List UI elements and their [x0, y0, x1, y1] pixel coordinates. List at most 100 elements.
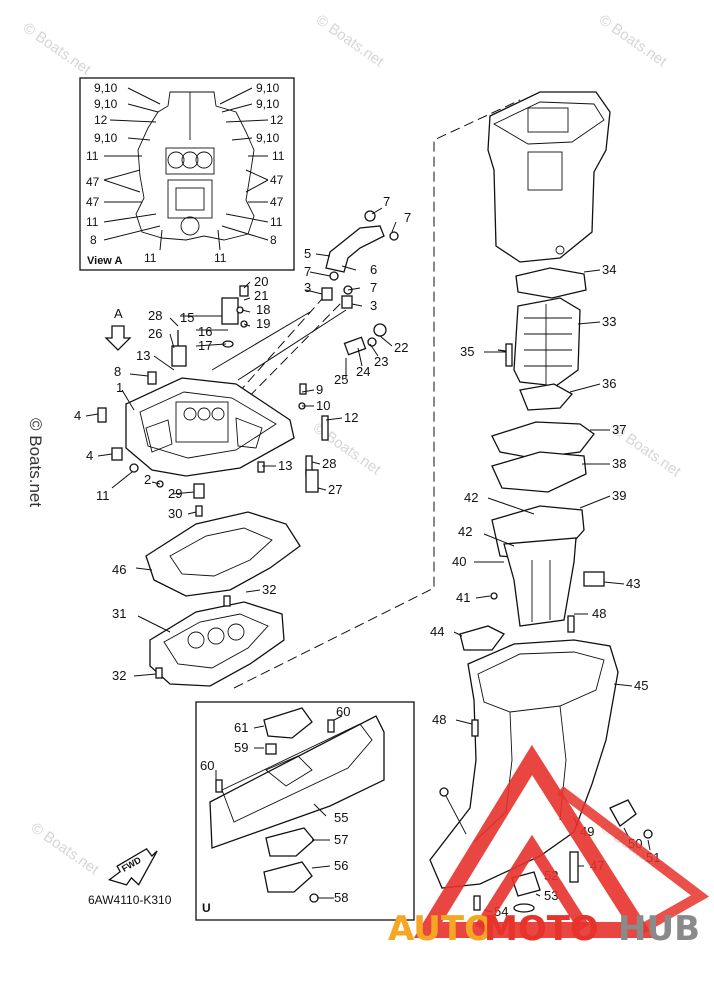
callout: 12 [94, 113, 108, 127]
callout: 25 [334, 372, 348, 387]
callout: 30 [168, 506, 182, 521]
callout: 8 [90, 233, 97, 247]
callout: 3 [304, 280, 311, 295]
logo-text-moto: MOTO [484, 909, 599, 949]
automotohub-logo: AUTO MOTO HUB [388, 744, 710, 949]
callout: 12 [270, 113, 284, 127]
callout: 24 [356, 364, 370, 379]
callout: 60 [200, 758, 214, 773]
callout: 1 [116, 380, 123, 395]
view-a-inset: View A [79, 77, 295, 271]
callout: 9,10 [256, 81, 280, 95]
callout: 7 [383, 194, 390, 209]
callout: 60 [336, 704, 350, 719]
callout: 61 [234, 720, 248, 735]
callout: 47 [270, 173, 284, 187]
view-u-label: U [202, 901, 211, 915]
upper-casing-part [125, 377, 295, 477]
callout: 56 [334, 858, 348, 873]
callout: 4 [74, 408, 81, 423]
fwd-arrow-icon: FWD [107, 847, 158, 886]
callout: 34 [602, 262, 616, 277]
callout: 9,10 [94, 97, 118, 111]
callout: 48 [592, 606, 606, 621]
dowel-pin-part [97, 407, 107, 423]
view-u-inset: U [195, 701, 415, 921]
callout: 28 [322, 456, 336, 471]
callout: 7 [370, 280, 377, 295]
gasket-part [491, 451, 587, 493]
gasket-part [145, 511, 301, 597]
callout: 32 [262, 582, 276, 597]
callout: 9,10 [94, 131, 118, 145]
callout: 37 [612, 422, 626, 437]
callout: 11 [86, 215, 99, 229]
callout: 45 [634, 678, 648, 693]
plate-part [171, 345, 187, 367]
callout: 11 [86, 149, 99, 163]
oil-pan-part [487, 91, 611, 263]
view-a-label: View A [87, 255, 123, 267]
gasket-part [491, 421, 595, 459]
arrow-a-label: A [114, 306, 123, 321]
callout: 13 [136, 348, 150, 363]
callout: 19 [256, 316, 270, 331]
callout: 29 [168, 486, 182, 501]
callout: 2 [144, 472, 151, 487]
callout: 42 [464, 490, 478, 505]
callout: 6 [370, 262, 377, 277]
callout: 47 [86, 175, 100, 189]
callout: 9 [316, 382, 323, 397]
callout: 55 [334, 810, 348, 825]
callout: 15 [180, 310, 194, 325]
callout: 43 [626, 576, 640, 591]
callout: 8 [114, 364, 121, 379]
part-code: 6AW4110-K310 [88, 893, 172, 907]
gasket-part [515, 267, 587, 299]
assembly-line [233, 99, 521, 689]
callout: 39 [612, 488, 626, 503]
callout: 48 [432, 712, 446, 727]
logo-text-hub: HUB [618, 909, 700, 949]
callout: 21 [254, 288, 268, 303]
callout: 41 [456, 590, 470, 605]
callout: 46 [112, 562, 126, 577]
gasket-part [519, 383, 574, 411]
callout: 47 [270, 195, 284, 209]
callout: 11 [272, 149, 285, 163]
callout: 27 [328, 482, 342, 497]
callout: 31 [112, 606, 126, 621]
callout: 47 [86, 195, 100, 209]
callout: 16 [198, 324, 212, 339]
exhaust-guide-part [513, 297, 581, 387]
callout: 23 [374, 354, 388, 369]
callout: 4 [86, 448, 93, 463]
callout: 18 [256, 302, 270, 317]
callout: 9,10 [94, 81, 118, 95]
callout: 11 [214, 251, 227, 265]
callout: 3 [370, 298, 377, 313]
callout: 7 [404, 210, 411, 225]
callout: 26 [148, 326, 162, 341]
leader-line [211, 311, 311, 371]
callout: 33 [602, 314, 616, 329]
callout: 22 [394, 340, 408, 355]
callout: 12 [344, 410, 358, 425]
callout: 40 [452, 554, 466, 569]
callout: 28 [148, 308, 162, 323]
bracket-part [583, 571, 605, 587]
leader-line [237, 309, 347, 381]
callout: 32 [112, 668, 126, 683]
view-a-arrow-icon: A [104, 306, 132, 351]
callout: 9,10 [256, 131, 280, 145]
bolt-part [147, 371, 157, 385]
callout: 38 [612, 456, 626, 471]
callout: 11 [270, 215, 283, 229]
callout: 7 [304, 264, 311, 279]
callout: 57 [334, 832, 348, 847]
logo-text-auto: AUTO [388, 909, 493, 949]
callout: 8 [270, 233, 277, 247]
assembly-line [227, 299, 345, 419]
callout: 20 [254, 274, 268, 289]
